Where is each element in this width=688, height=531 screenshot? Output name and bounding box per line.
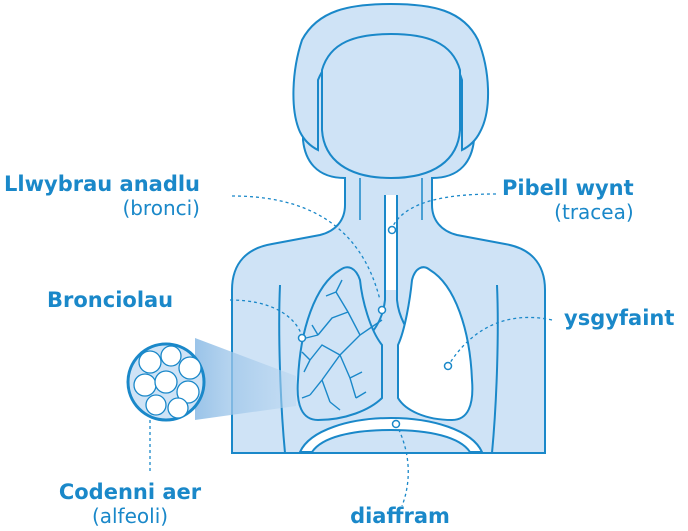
trachea-label: Pibell wynt [502,178,634,199]
bronchioles-label: Bronciolau [47,290,173,311]
label-diaphragm: diaffram [300,506,500,527]
trachea-sublabel: (tracea) [502,202,634,222]
label-bronchioles: Bronciolau [47,290,173,311]
label-trachea: Pibell wynt (tracea) [502,178,634,222]
bronchi-label: Llwybrau anadlu [4,174,200,195]
face [322,34,460,178]
alveoli-sublabel: (alfeoli) [30,506,230,526]
lungs-label: ysgyfaint [564,308,674,329]
label-alveoli: Codenni aer (alfeoli) [30,482,230,526]
label-lungs: ysgyfaint [564,308,674,329]
diaphragm-label: diaffram [300,506,500,527]
alveoli-label: Codenni aer [30,482,230,503]
bronchi-sublabel: (bronci) [4,198,200,218]
